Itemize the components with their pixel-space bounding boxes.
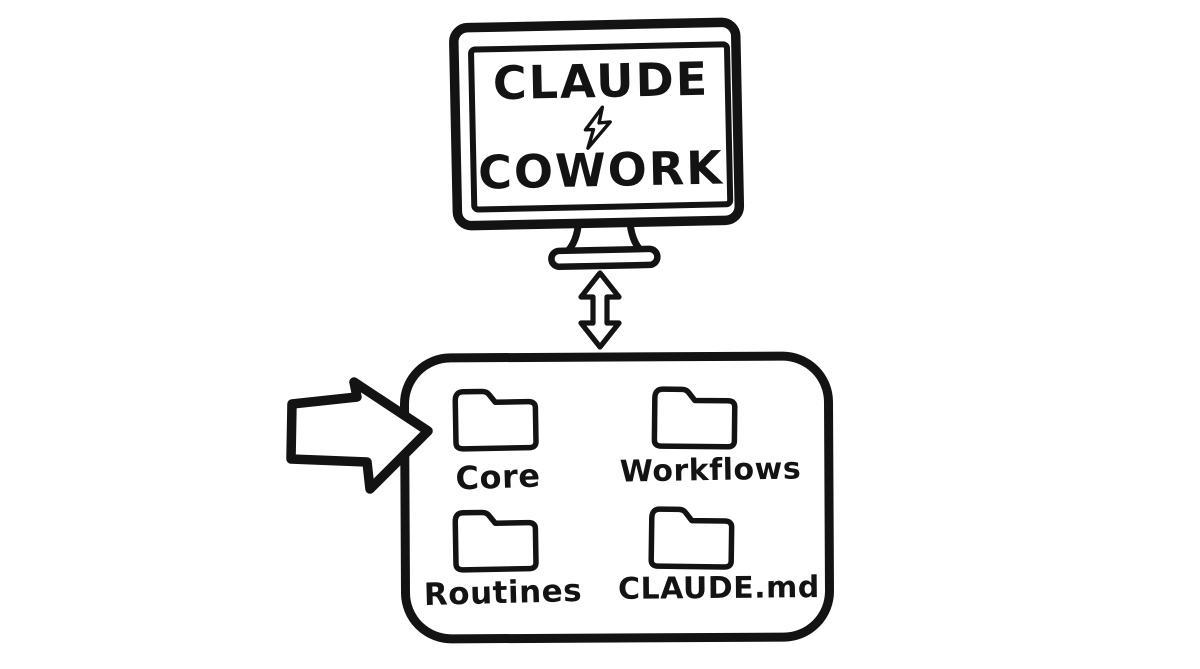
monitor-title-line2: COWORK — [477, 140, 725, 200]
double-headed-vertical-arrow-icon — [578, 270, 622, 350]
block-arrow-right-icon — [286, 377, 433, 494]
folder-icon-routines — [455, 512, 536, 570]
folder-label-routines: Routines — [423, 572, 583, 614]
lightning-bolt-icon — [583, 105, 612, 150]
folder-icon-core — [455, 391, 536, 449]
folder-label-core: Core — [454, 456, 542, 498]
folder-label-claudemd: CLAUDE.md — [617, 570, 820, 607]
folder-label-workflows: Workflows — [619, 451, 802, 490]
monitor-stand-base-icon — [548, 245, 661, 271]
monitor-title-line1: CLAUDE — [492, 51, 710, 111]
